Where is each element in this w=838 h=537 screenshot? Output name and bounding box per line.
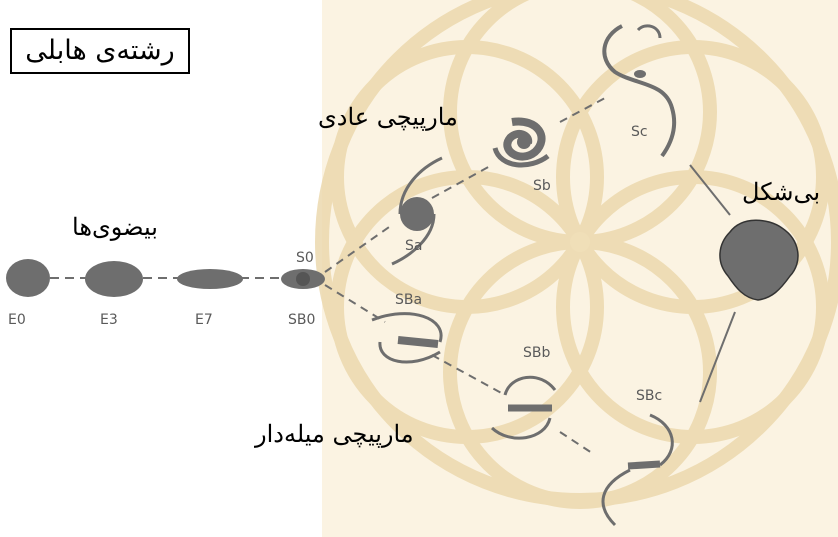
- connectors: [50, 97, 736, 456]
- connector-sbc-irregular: [699, 311, 736, 403]
- connector-s0-sba: [324, 284, 386, 323]
- watermark-petal: [556, 170, 830, 444]
- sa-arm: [391, 213, 436, 266]
- watermark-petal: [330, 170, 604, 444]
- label-s0: S0: [296, 250, 314, 266]
- label-sbb: SBb: [523, 345, 551, 361]
- label-sba: SBa: [395, 292, 423, 308]
- connector-sc-irregular: [689, 164, 731, 216]
- watermark-petal: [556, 40, 830, 314]
- label-e3: E3: [100, 312, 118, 328]
- label-e0: E0: [8, 312, 26, 328]
- label-sbc: SBc: [636, 388, 663, 404]
- watermark-petal: [330, 40, 604, 314]
- watermark-center: [570, 232, 590, 252]
- galaxy-irregular: [719, 219, 799, 301]
- galaxy-sa: [391, 156, 443, 266]
- diagram-title: رشته‌ی هابلی: [10, 28, 190, 74]
- connector-sb-sc: [559, 97, 606, 123]
- sb-core: [517, 135, 531, 149]
- sba-arm: [378, 341, 441, 364]
- irregular-group-label: بی‌شکل: [742, 178, 821, 206]
- galaxy-e3: [85, 261, 143, 297]
- galaxy-sc: [602, 24, 677, 158]
- sbc-arm: [649, 413, 674, 467]
- galaxy-sbb: [490, 375, 557, 440]
- sc-core: [634, 70, 646, 78]
- elliptical-group-label: بیضوی‌ها: [72, 213, 158, 241]
- galaxy-sbc: [601, 413, 674, 527]
- s0-core: [296, 272, 310, 286]
- galaxy-e7: [177, 269, 243, 289]
- elliptical-galaxies: [6, 259, 243, 297]
- sbc-bar: [627, 460, 661, 470]
- label-sb: Sb: [533, 178, 551, 194]
- galaxy-s0: [281, 269, 325, 289]
- sc-arm: [602, 24, 677, 158]
- label-e7: E7: [195, 312, 213, 328]
- sa-core: [400, 197, 434, 231]
- galaxy-e0: [6, 259, 50, 297]
- sb-arm: [503, 117, 546, 161]
- galaxy-sba: [371, 312, 443, 364]
- sa-arm: [398, 156, 443, 215]
- sba-bar: [397, 336, 439, 348]
- connector-sa-sb: [431, 164, 493, 199]
- sbc-arm: [601, 468, 631, 527]
- connector-sbb-sbc: [559, 431, 596, 456]
- normal-spiral-group-label: مارپیچی عادی: [318, 103, 458, 131]
- sbb-arm: [503, 375, 557, 396]
- sc-arm: [636, 24, 662, 39]
- label-sb0: SB0: [288, 312, 316, 328]
- sba-arm: [371, 312, 443, 343]
- sbb-arm: [490, 417, 552, 440]
- barred-spiral-group-label: مارپیچی میله‌دار: [255, 420, 414, 448]
- label-sa: Sa: [405, 238, 423, 254]
- label-sc: Sc: [631, 124, 648, 140]
- galaxy-sb: [492, 117, 550, 168]
- sb-arm: [492, 147, 550, 168]
